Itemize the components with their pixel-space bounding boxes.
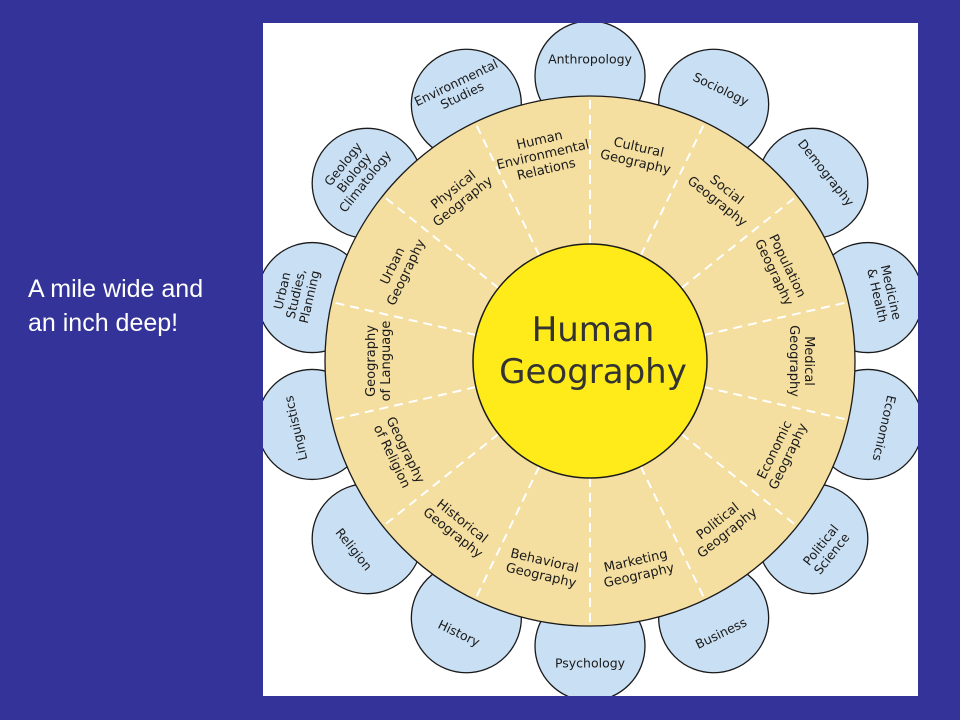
subfield-label-line: Geography [364, 325, 379, 397]
discipline-label: Psychology [555, 656, 626, 671]
caption: A mile wide and an inch deep! [28, 272, 263, 340]
ring-divider [639, 121, 706, 257]
center-title-line-2: Geography [499, 352, 687, 392]
discipline-label-line: Psychology [555, 656, 626, 671]
human-geography-flower-diagram: AnthropologySociologyDemographyMedicine&… [263, 23, 918, 696]
center-circle [472, 243, 708, 479]
ring-divider [474, 465, 541, 601]
ring-divider [382, 433, 500, 528]
subfield-label-line: Medical [801, 336, 816, 386]
subfield-label: Geographyof Language [364, 321, 394, 402]
ring-divider [703, 386, 849, 421]
center-title-line-1: Human [532, 310, 655, 350]
ring-dividers [331, 96, 849, 626]
discipline-label: Anthropology [548, 52, 632, 67]
ring-divider [703, 301, 849, 336]
discipline-label-line: Anthropology [548, 52, 632, 67]
subfield-label: MedicalGeography [786, 325, 816, 397]
ring-divider [382, 194, 500, 289]
ring-divider [331, 301, 477, 336]
ring-divider [680, 433, 798, 528]
ring-divider [474, 121, 541, 257]
ring-divider [331, 386, 477, 421]
caption-line-2: an inch deep! [28, 309, 179, 337]
caption-line-1: A mile wide and [28, 275, 204, 303]
subfield-label-line: of Language [379, 321, 394, 402]
ring-divider [639, 465, 706, 601]
subfield-label-line: Geography [786, 325, 801, 397]
ring-divider [680, 194, 798, 289]
